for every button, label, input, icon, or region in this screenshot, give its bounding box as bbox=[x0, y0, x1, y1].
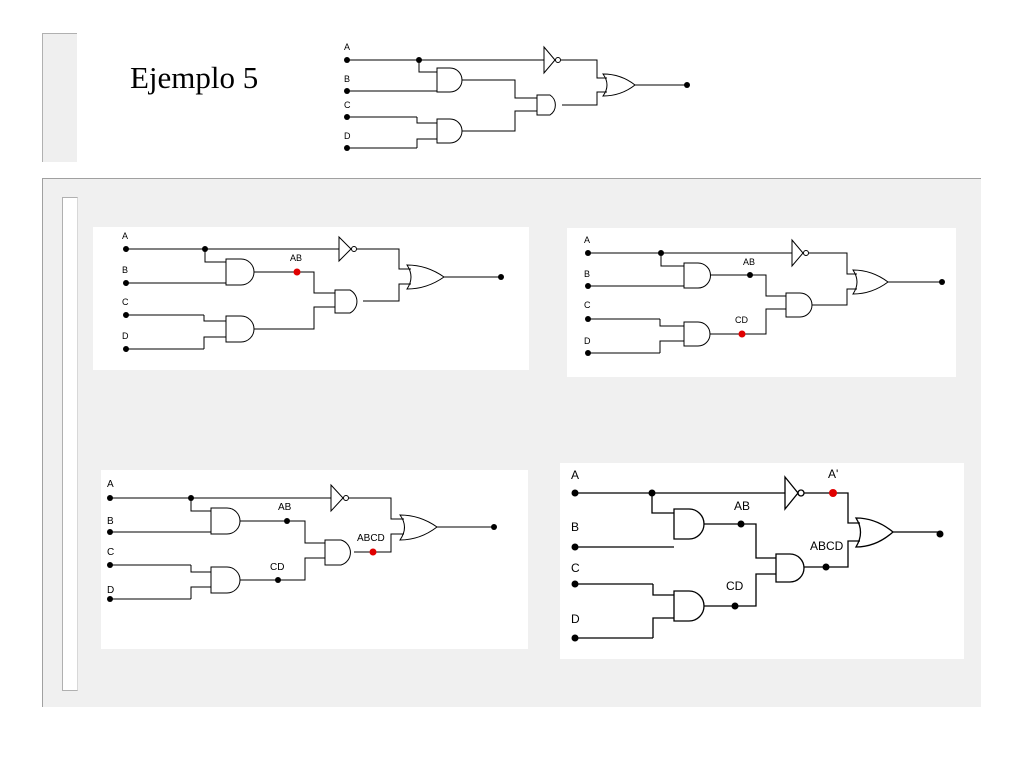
circuit-main: A B C D bbox=[344, 42, 690, 151]
input-label-d: D bbox=[107, 585, 114, 596]
label-ab: AB bbox=[734, 499, 750, 513]
circuit-step3: A B C D AB CD ABCD bbox=[107, 479, 497, 602]
page-title: Ejemplo 5 bbox=[130, 60, 259, 95]
input-label-a: A bbox=[107, 479, 114, 490]
input-label-d: D bbox=[571, 612, 580, 626]
label-a-not: A' bbox=[828, 467, 838, 481]
input-label-b: B bbox=[107, 516, 114, 527]
label-abcd: ABCD bbox=[357, 533, 385, 544]
circuit-card-step1: A B C D AB bbox=[93, 227, 529, 370]
circuit-step4: A B C D AB CD ABCD A' bbox=[571, 467, 944, 642]
top-left-frame bbox=[42, 33, 77, 162]
label-cd: CD bbox=[726, 579, 744, 593]
input-label-b: B bbox=[122, 265, 128, 275]
label-cd: CD bbox=[735, 315, 748, 325]
input-label-b: B bbox=[584, 269, 590, 279]
input-label-c: C bbox=[122, 297, 129, 307]
input-label-c: C bbox=[344, 100, 351, 110]
input-label-a: A bbox=[571, 468, 579, 482]
circuit-step1: A B C D AB bbox=[122, 231, 504, 352]
circuit-card-step4: A B C D AB CD ABCD A' bbox=[560, 463, 964, 659]
input-label-b: B bbox=[344, 74, 350, 84]
panel-side-bar bbox=[62, 197, 78, 691]
label-ab: AB bbox=[278, 502, 292, 513]
input-label-d: D bbox=[344, 131, 351, 141]
input-label-c: C bbox=[584, 300, 591, 310]
label-ab: AB bbox=[743, 257, 755, 267]
label-abcd: ABCD bbox=[810, 539, 844, 553]
circuit-step2: A B C D AB CD bbox=[584, 235, 945, 356]
circuit-card-step2: A B C D AB CD bbox=[567, 228, 956, 377]
input-label-c: C bbox=[107, 547, 114, 558]
label-cd: CD bbox=[270, 562, 284, 573]
circuit-card-step3: A B C D AB CD ABCD bbox=[101, 470, 528, 649]
input-label-d: D bbox=[122, 331, 129, 341]
input-label-d: D bbox=[584, 336, 591, 346]
input-label-c: C bbox=[571, 561, 580, 575]
input-label-a: A bbox=[584, 235, 590, 245]
input-label-b: B bbox=[571, 520, 579, 534]
label-ab: AB bbox=[290, 253, 302, 263]
input-label-a: A bbox=[344, 42, 350, 52]
input-label-a: A bbox=[122, 231, 128, 241]
